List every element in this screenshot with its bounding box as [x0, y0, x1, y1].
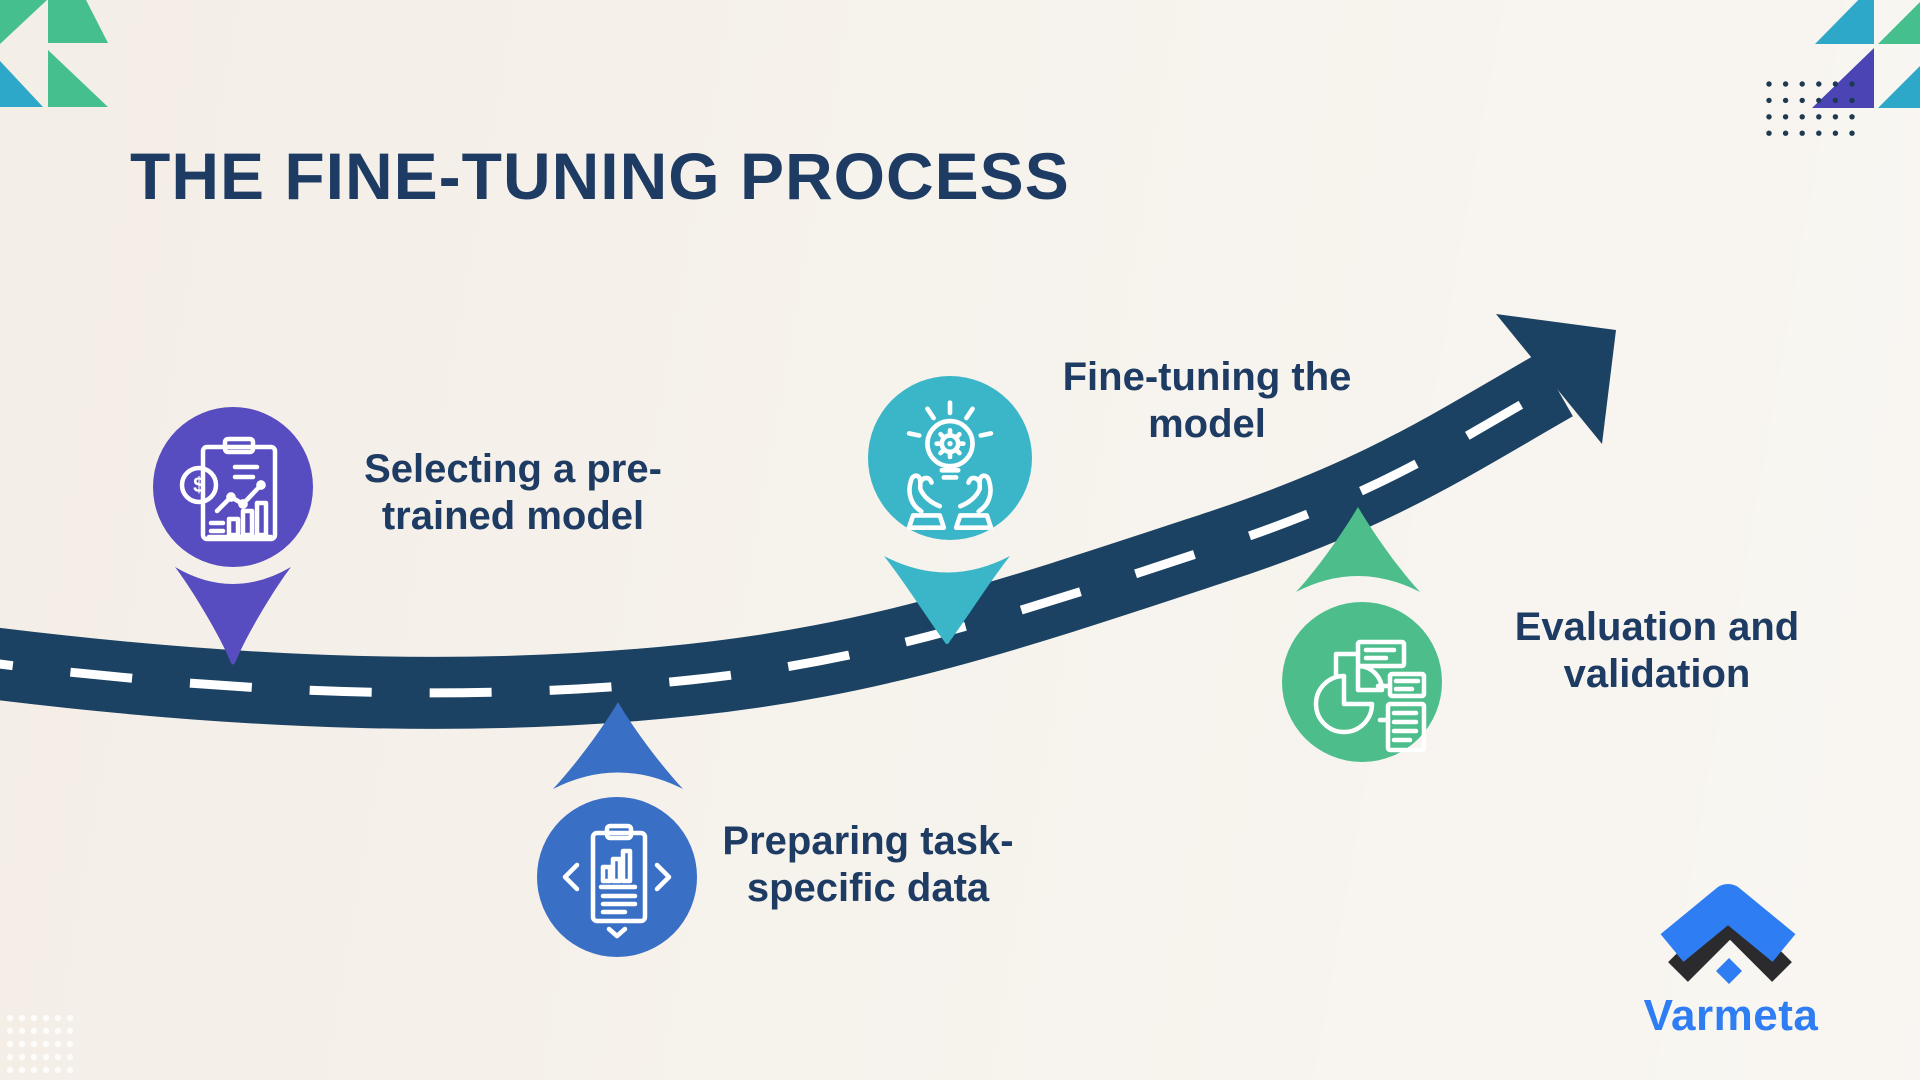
step4-label: Evaluation and validation — [1515, 604, 1800, 698]
step4-label-line1: Evaluation and — [1514, 605, 1800, 649]
corner-triangles-top-right-icon — [1812, 0, 1920, 108]
dot-grid-bottom-left — [6, 1014, 74, 1074]
step2-label-line2: specific data — [746, 866, 990, 910]
dollar-symbol: $ — [193, 474, 205, 497]
step1-pointer — [175, 567, 291, 665]
step1-label-line1: Selecting a pre- — [364, 447, 662, 491]
dot-grid-top-right — [1766, 81, 1855, 136]
step1-label-line2: trained model — [381, 494, 645, 538]
road-center-line — [0, 381, 1558, 698]
page-title: THE FINE-TUNING PROCESS — [130, 139, 1070, 213]
step2-label-line1: Preparing task- — [722, 819, 1014, 863]
clipboard-analytics-icon: $ — [179, 436, 278, 542]
pie-chart-report-icon — [1313, 639, 1427, 753]
step4-pointer — [1296, 507, 1420, 592]
step3-label-line2: model — [1148, 402, 1266, 446]
clipboard-data-transfer-icon — [562, 823, 672, 939]
step3-pointer — [884, 556, 1010, 644]
step2-pointer — [553, 702, 683, 789]
step4-circle — [1282, 602, 1442, 762]
step2-circle — [537, 797, 697, 957]
step3-label: Fine-tuning the model — [1063, 354, 1352, 448]
step4-label-line2: validation — [1563, 652, 1751, 696]
step1-circle: $ — [153, 407, 313, 567]
varmeta-logo-icon — [1660, 884, 1796, 984]
step3-circle — [868, 376, 1032, 540]
step3-label-line1: Fine-tuning the — [1062, 355, 1352, 399]
step2-label: Preparing task- specific data — [722, 818, 1013, 912]
hands-lightbulb-gear-icon — [906, 400, 994, 540]
road — [0, 314, 1616, 729]
corner-triangles-top-left-icon — [0, 0, 108, 107]
step1-label: Selecting a pre- trained model — [364, 446, 662, 540]
varmeta-wordmark: Varmeta — [1643, 991, 1819, 1040]
road-arrowhead-icon — [1496, 314, 1616, 444]
